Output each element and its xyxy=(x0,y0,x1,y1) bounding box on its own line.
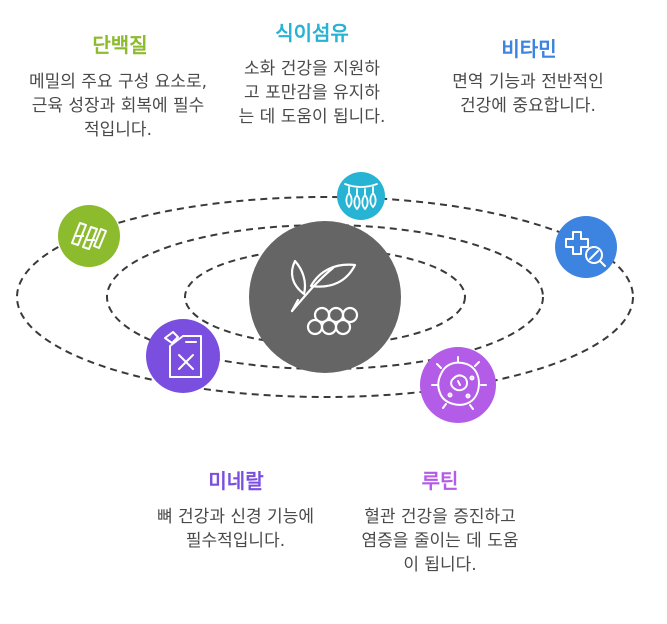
mineral-title: 미네랄 xyxy=(208,469,264,493)
fiber-node[interactable] xyxy=(337,172,385,220)
plant-leaves-seeds-icon xyxy=(290,259,359,336)
cell-icon xyxy=(431,356,487,410)
outer-orbit xyxy=(16,196,634,398)
protein-description: 메밀의 주요 구성 요소로, 근육 성장과 회복에 필수적입니다. xyxy=(28,72,207,140)
canister-icon xyxy=(164,331,202,378)
protein-node[interactable] xyxy=(58,205,120,267)
protein-title: 단백질 xyxy=(92,33,148,57)
vitamin-title: 비타민 xyxy=(501,37,557,61)
muscle-fiber-icon xyxy=(71,222,107,250)
fiber-title: 식이섬유 xyxy=(275,21,349,45)
mineral-description: 뼈 건강과 신경 기능에 필수적입니다. xyxy=(157,507,314,551)
mineral-node[interactable] xyxy=(146,319,220,393)
fiber-description: 소화 건강을 지원하고 포만감을 유지하는 데 도움이 됩니다. xyxy=(238,59,386,127)
rutin-node[interactable] xyxy=(420,347,496,423)
rutin-title: 루틴 xyxy=(421,469,459,493)
center-node xyxy=(249,221,401,373)
health-pill-icon xyxy=(565,231,606,267)
rutin-description: 혈관 건강을 증진하고 염증을 줄이는 데 도움이 됩니다. xyxy=(361,507,519,575)
vitamin-node[interactable] xyxy=(555,216,617,278)
fiber-strands-icon xyxy=(344,183,378,211)
vitamin-description: 면역 기능과 전반적인 건강에 중요합니다. xyxy=(452,72,604,116)
